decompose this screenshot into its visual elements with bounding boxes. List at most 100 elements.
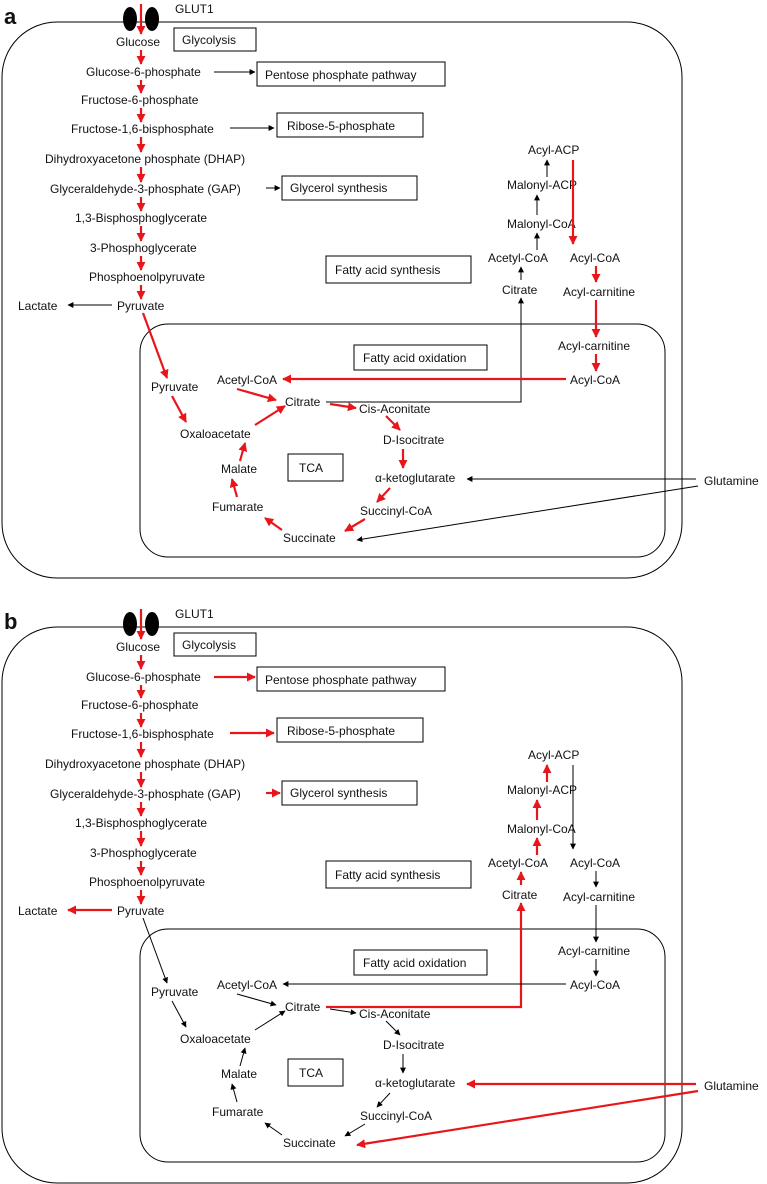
glut1-label: GLUT1 — [175, 2, 214, 16]
malate-label: Malate — [221, 1067, 257, 1081]
alpha-ketoglutarate-label: α-ketoglutarate — [375, 1076, 456, 1090]
gap-label: Glyceraldehyde-3-phosphate (GAP) — [50, 182, 241, 196]
cis-aconitate-label: Cis-Aconitate — [359, 1007, 431, 1021]
bisphosphoglycerate-label: 1,3-Bisphosphoglycerate — [75, 816, 207, 830]
pyruvate-mito-label: Pyruvate — [151, 380, 199, 394]
acyl-acp-label: Acyl-ACP — [528, 143, 579, 157]
glut1-transporter-right — [145, 7, 159, 31]
phosphoenolpyruvate-label: Phosphoenolpyruvate — [89, 875, 205, 889]
cell-membrane — [1, 626, 683, 1184]
acyl-carnitine-mito-label: Acyl-carnitine — [558, 944, 630, 958]
fumarate-to-malate-arrow — [230, 1083, 238, 1103]
acetyl-coa-to-citrate-arrow — [236, 387, 277, 403]
mitochondrion — [139, 323, 666, 558]
glucose-label: Glucose — [116, 640, 160, 654]
glycolysis-label: Glycolysis — [182, 33, 236, 47]
glycerol-box — [281, 780, 418, 806]
ribose-label: Ribose-5-phosphate — [287, 119, 395, 133]
citrate-cytosol-label: Citrate — [502, 888, 538, 902]
glut1-transporter-left — [123, 612, 137, 636]
pentose-box — [256, 61, 446, 87]
fao-box — [353, 949, 488, 976]
acyl-coa-cytosol-label: Acyl-CoA — [570, 856, 620, 870]
malonyl-acp-label: Malonyl-ACP — [507, 178, 577, 192]
phosphoglycerate-label: 3-Phosphoglycerate — [90, 846, 197, 860]
glycolysis-box — [173, 27, 257, 52]
tca-box — [287, 453, 344, 482]
ribose-label: Ribose-5-phosphate — [287, 724, 395, 738]
panel-label: b — [4, 609, 17, 634]
fao-box — [353, 344, 488, 371]
ribose-box — [276, 717, 424, 743]
fumarate-to-malate-arrow — [229, 478, 239, 498]
citrate-to-cis-aconitate-arrow — [329, 1008, 357, 1016]
lactate-label: Lactate — [18, 299, 58, 313]
akg-to-succinyl-coa-arrow — [376, 1092, 391, 1108]
akg-to-succinyl-coa-arrow — [376, 487, 391, 503]
fructose-1-6-bisphosphate-label: Fructose-1,6-bisphosphate — [71, 122, 214, 136]
fao-label: Fatty acid oxidation — [363, 956, 466, 970]
citrate-mito-label: Citrate — [285, 1000, 321, 1014]
acyl-carnitine-cytosol-label: Acyl-carnitine — [563, 285, 635, 299]
pyruvate-to-mito-arrow — [141, 312, 169, 379]
dhap-label: Dihydroxyacetone phosphate (DHAP) — [45, 152, 245, 166]
citrate-export-arrow — [326, 297, 524, 403]
acetyl-coa-mito-label: Acetyl-CoA — [217, 373, 277, 387]
acetyl-coa-to-citrate-arrow — [236, 993, 277, 1007]
glutamine-to-succinate-arrow — [356, 1089, 699, 1149]
oxaloacetate-to-citrate-arrow — [254, 405, 286, 426]
succinate-to-fumarate-arrow — [264, 1122, 283, 1136]
fructose-6-phosphate-label: Fructose-6-phosphate — [81, 698, 199, 712]
pyruvate-to-mito-arrow — [142, 917, 168, 984]
fao-label: Fatty acid oxidation — [363, 351, 466, 365]
cis-aconitate-to-d-isocitrate-arrow — [385, 415, 401, 431]
citrate-export-arrow — [326, 902, 526, 1009]
d-isocitrate-label: D-Isocitrate — [383, 1038, 445, 1052]
fas-label: Fatty acid synthesis — [335, 868, 440, 882]
phosphoglycerate-label: 3-Phosphoglycerate — [90, 241, 197, 255]
fas-box — [325, 860, 472, 889]
glycolysis-label: Glycolysis — [182, 638, 236, 652]
glutamine-label: Glutamine — [704, 474, 759, 488]
fructose-6-phosphate-label: Fructose-6-phosphate — [81, 93, 199, 107]
acyl-coa-cytosol-label: Acyl-CoA — [570, 251, 620, 265]
dhap-label: Dihydroxyacetone phosphate (DHAP) — [45, 757, 245, 771]
acetyl-coa-cytosol-label: Acetyl-CoA — [488, 856, 548, 870]
tca-label: TCA — [299, 461, 323, 475]
acyl-carnitine-cytosol-label: Acyl-carnitine — [563, 890, 635, 904]
fructose-1-6-bisphosphate-label: Fructose-1,6-bisphosphate — [71, 727, 214, 741]
tca-box — [287, 1058, 344, 1087]
glycolysis-box — [173, 632, 257, 657]
cell-membrane — [1, 21, 683, 579]
gap-label: Glyceraldehyde-3-phosphate (GAP) — [50, 787, 241, 801]
citrate-to-cis-aconitate-arrow — [329, 402, 357, 412]
oxaloacetate-to-citrate-arrow — [254, 1010, 286, 1031]
ribose-box — [276, 112, 424, 138]
acyl-coa-mito-label: Acyl-CoA — [570, 978, 620, 992]
glycerol-label: Glycerol synthesis — [290, 786, 387, 800]
glucose-6-phosphate-label: Glucose-6-phosphate — [86, 670, 201, 684]
pentose-box — [256, 666, 446, 692]
citrate-mito-label: Citrate — [285, 395, 321, 409]
lactate-label: Lactate — [18, 904, 58, 918]
pyruvate-to-oxaloacetate-arrow — [171, 1000, 187, 1028]
fumarate-label: Fumarate — [212, 500, 264, 514]
cis-aconitate-to-d-isocitrate-arrow — [385, 1020, 401, 1036]
oxaloacetate-label: Oxaloacetate — [180, 427, 251, 441]
fas-box — [325, 255, 472, 284]
d-isocitrate-label: D-Isocitrate — [383, 433, 445, 447]
panel-b: b GLUT1 Glycolysis Pentose phosphate pat… — [1, 607, 759, 1184]
pyruvate-label: Pyruvate — [117, 299, 165, 313]
reaction-arrows — [67, 609, 699, 1149]
acyl-coa-mito-label: Acyl-CoA — [570, 373, 620, 387]
citrate-cytosol-label: Citrate — [502, 283, 538, 297]
phosphoenolpyruvate-label: Phosphoenolpyruvate — [89, 270, 205, 284]
cis-aconitate-label: Cis-Aconitate — [359, 402, 431, 416]
oxaloacetate-label: Oxaloacetate — [180, 1032, 251, 1046]
malate-to-oxaloacetate-arrow — [238, 442, 248, 462]
glutamine-to-succinate-arrow — [356, 485, 699, 543]
bisphosphoglycerate-label: 1,3-Bisphosphoglycerate — [75, 211, 207, 225]
acetyl-coa-cytosol-label: Acetyl-CoA — [488, 251, 548, 265]
acyl-carnitine-mito-label: Acyl-carnitine — [558, 339, 630, 353]
